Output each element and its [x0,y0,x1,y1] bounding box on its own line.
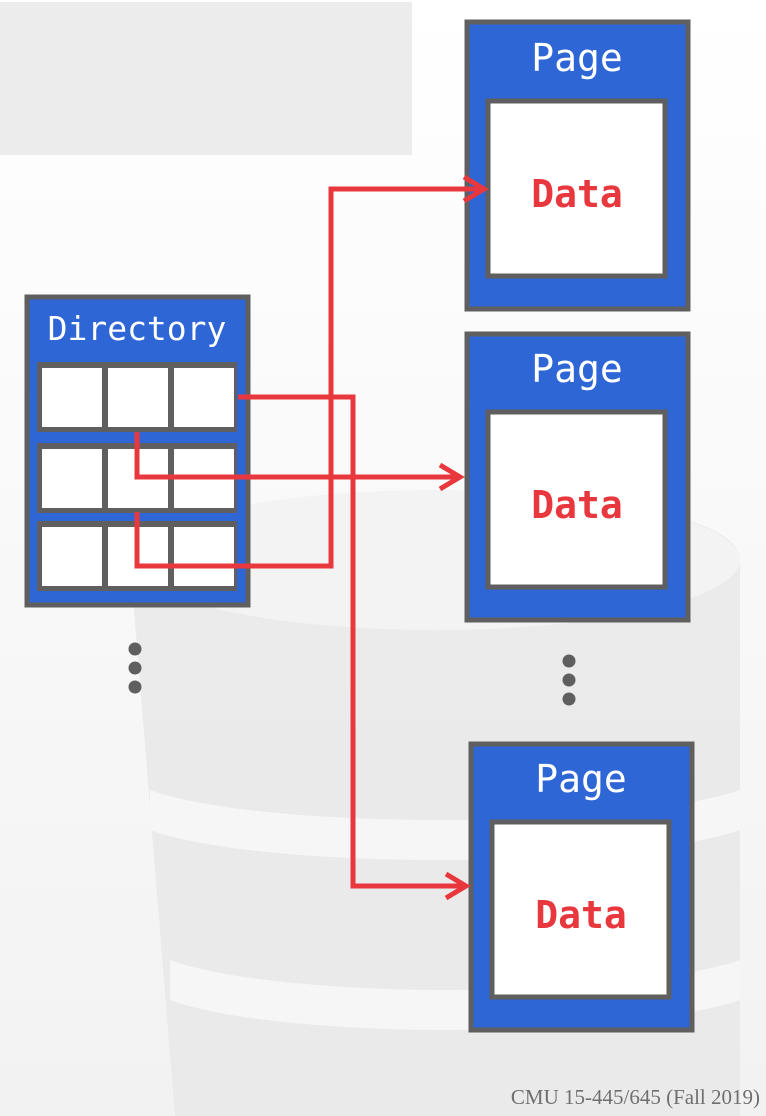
page-title: Page [531,347,623,391]
arrow-to-page-3-head [444,871,471,901]
directory-slot [42,449,102,508]
page-box-1: Page Data [464,19,691,312]
directory-title: Directory [48,309,227,348]
page-box-3: Page Data [468,741,695,1033]
page-box-2: Page Data [464,331,691,623]
page-data-label: Data [531,483,623,527]
arrow-to-page-1-head [462,174,489,204]
course-footer: CMU 15-445/645 (Fall 2019) [510,1085,760,1109]
directory-slot [174,368,234,427]
directory-slot [108,368,168,427]
directory-slot [42,368,102,427]
directory-slot [42,527,102,586]
page-data-label: Data [535,893,627,937]
arrow-to-page-3 [238,394,466,889]
pages-ellipsis-icon [562,654,576,706]
top-panel [0,2,412,155]
pointer-arrows [134,174,489,901]
arrow-to-page-1 [134,186,484,569]
arrow-to-page-2-head [438,462,465,492]
page-title: Page [531,36,623,80]
directory-ellipsis-icon [128,642,142,694]
page-title: Page [535,757,627,801]
directory-slot [174,527,234,586]
page-data-label: Data [531,172,623,216]
